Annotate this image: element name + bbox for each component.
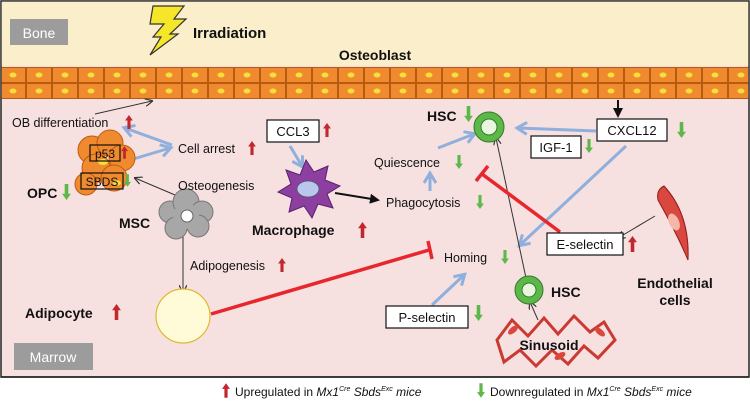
adipogenesis-label: Adipogenesis xyxy=(190,259,265,273)
eselectin-box xyxy=(546,232,624,256)
p-selectin-to-homing-arrow xyxy=(430,275,464,307)
marrow-label-box xyxy=(14,343,93,370)
ccl3-box xyxy=(266,119,320,143)
hsc-top-label: HSC xyxy=(427,108,457,124)
sinusoid-to-hsc-arrow xyxy=(530,302,539,321)
eselectin-label: E-selectin xyxy=(556,237,613,252)
pselectin-label: P-selectin xyxy=(398,310,455,325)
osteogenesis-arrow xyxy=(135,178,176,196)
osteoblast-label: Osteoblast xyxy=(339,47,412,63)
sbds-label: SBDS xyxy=(86,175,119,189)
endothelial-to-eselectin-arrow xyxy=(618,215,656,238)
lightning-bolt-icon xyxy=(149,5,188,56)
legend-up-icon xyxy=(222,383,230,398)
msc-cell xyxy=(158,188,214,240)
cxcl12-to-homing-arrow xyxy=(520,144,628,245)
legend-down-icon xyxy=(477,383,485,398)
ob-differentiation-label: OB differentiation xyxy=(12,116,108,130)
cxcl12-label: CXCL12 xyxy=(607,123,656,138)
igf1-label: IGF-1 xyxy=(539,140,572,155)
bone-region xyxy=(1,1,749,66)
adipocyte-label: Adipocyte xyxy=(25,305,93,321)
opc-label: OPC xyxy=(27,185,57,201)
hsc-cell-bottom xyxy=(514,275,544,305)
p53-label: p53 xyxy=(95,147,115,161)
hsc-bottom-label: HSC xyxy=(551,284,581,300)
legend-upregulated: Upregulated in Mx1Cre SbdsExc mice xyxy=(235,385,422,399)
irradiation-label: Irradiation xyxy=(193,25,266,42)
cell-arrest-label: Cell arrest xyxy=(178,142,235,156)
adipocyte-inhibits-homing xyxy=(210,248,430,316)
msc-label: MSC xyxy=(119,215,150,231)
quiescence-label: Quiescence xyxy=(374,156,440,170)
sinusoid-label: Sinusoid xyxy=(519,337,578,353)
phagocytosis-label: Phagocytosis xyxy=(386,196,460,210)
pselectin-box xyxy=(385,305,469,329)
hsc-migration-arrow xyxy=(496,138,527,279)
macrophage-to-phagocytosis-arrow xyxy=(334,192,380,204)
macrophage-cell xyxy=(276,158,342,220)
sinusoid-vessel xyxy=(495,313,617,369)
opc-to-cell-arrest-arrow xyxy=(129,148,170,162)
macrophage-label: Macrophage xyxy=(252,222,335,238)
bone-label-box xyxy=(10,19,68,45)
ob-differentiation-arrow xyxy=(94,101,152,115)
bone-label: Bone xyxy=(23,25,56,41)
igf1-box xyxy=(530,135,582,159)
marrow-label: Marrow xyxy=(30,349,78,365)
cell-arrest-to-ob-arrow xyxy=(125,128,173,147)
endothelial-label-line2: cells xyxy=(659,292,690,308)
homing-label: Homing xyxy=(444,251,487,265)
eselectin-inhibits-quiescence xyxy=(480,172,562,234)
ccl3-label: CCL3 xyxy=(276,124,309,139)
osteoblast-layer xyxy=(1,67,749,99)
endothelial-label-line1: Endothelial xyxy=(637,275,712,291)
osteogenesis-label: Osteogenesis xyxy=(178,179,254,193)
adipocyte-cell xyxy=(155,288,211,344)
legend: Upregulated in Mx1Cre SbdsExc mice Downr… xyxy=(222,383,692,399)
hsc-cell-top xyxy=(473,111,505,143)
endothelial-cell xyxy=(657,185,689,261)
cxcl12-box xyxy=(596,118,668,142)
igf1-to-hsc-arrow xyxy=(518,128,597,131)
ccl3-to-macrophage-arrow xyxy=(288,145,302,166)
legend-downregulated: Downregulated in Mx1Cre SbdsExc mice xyxy=(490,385,692,399)
quiescence-to-hsc-arrow xyxy=(437,134,474,150)
